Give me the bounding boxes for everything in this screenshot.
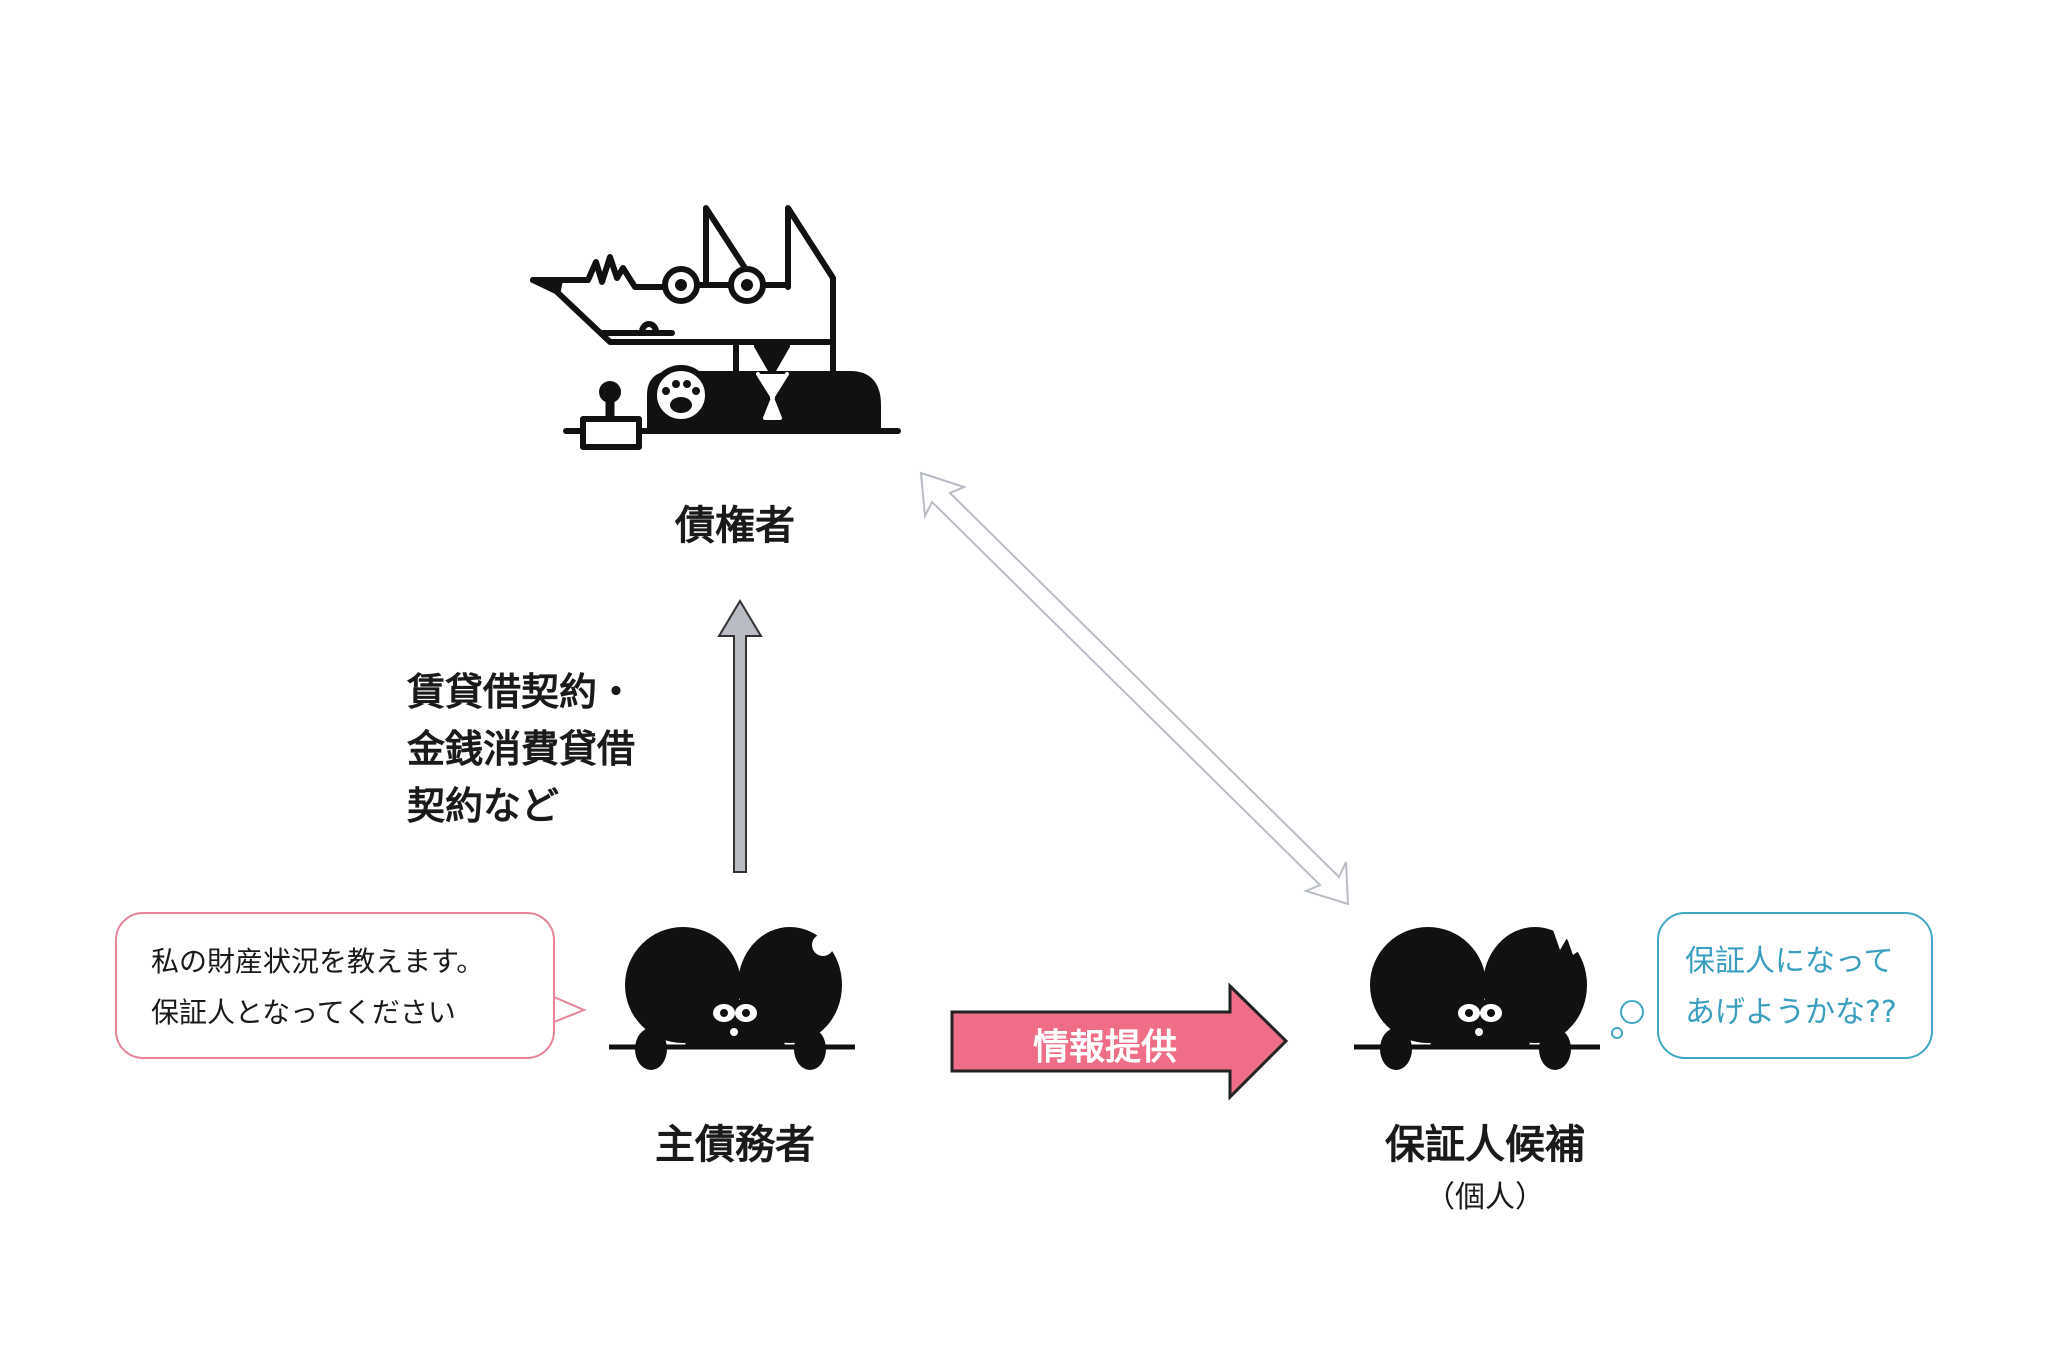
info-provision-label: 情報提供 [1032,1027,1178,1068]
contract-line: 賃貸借契約・ [407,670,636,714]
principal-debtor-mouse-illustration [609,927,855,1070]
contract-line: 契約など [407,784,560,828]
bubble-line: 保証人となってください [151,996,456,1029]
bubble-line: 保証人になって [1685,944,1894,979]
info-provision-arrow [950,982,1289,1101]
guarantor-note-label: （個人） [1425,1180,1545,1215]
bubble-line: あげようかな?? [1685,995,1897,1030]
guarantor-candidate-label: 保証人候補 [1385,1122,1585,1168]
thought-dot-large [1620,1000,1644,1024]
guarantor-thought-bubble: 保証人になって あげようかな?? [1657,912,1933,1059]
contract-arrow [717,599,763,873]
creditor-label: 債権者 [675,503,795,549]
thought-dot-small [1611,1027,1623,1039]
principal-debtor-label: 主債務者 [655,1122,815,1168]
bubble-line: 私の財産状況を教えます。 [151,945,485,978]
contract-line: 金銭消費貸借 [407,727,636,771]
debtor-speech-bubble: 私の財産状況を教えます。 保証人となってください [115,912,555,1059]
contract-type-text: 賃貸借契約・ 金銭消費貸借 契約など [407,664,635,835]
creditor-guarantor-double-arrow [919,471,1350,906]
creditor-wolf-illustration [530,205,901,450]
speech-bubble-tail [553,996,587,1023]
guarantor-candidate-mouse-illustration [1354,925,1600,1070]
